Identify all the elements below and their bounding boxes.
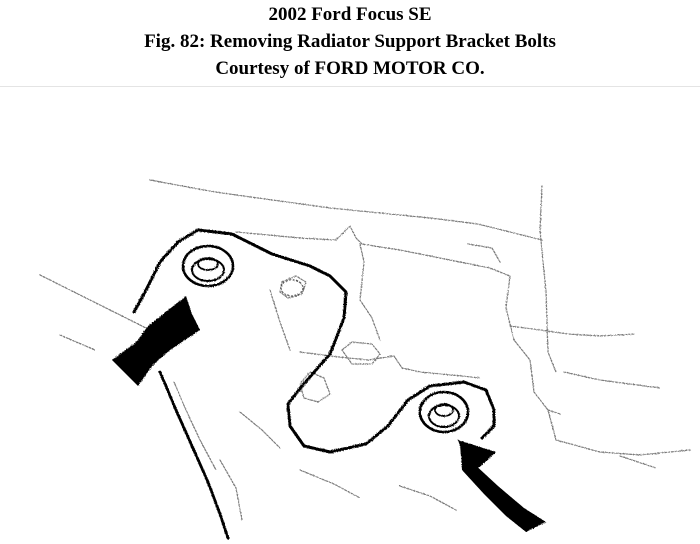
diagram-canvas <box>39 179 691 540</box>
header-divider <box>0 86 700 87</box>
figure-credit: Courtesy of FORD MOTOR CO. <box>215 58 485 79</box>
vehicle-title: 2002 Ford Focus SE <box>268 4 432 25</box>
lower-bolt-arrow <box>458 440 546 532</box>
upper-bracket-bolt <box>181 244 235 288</box>
radiator-support-bracket-outline <box>132 228 496 454</box>
bracket-leader-line <box>158 370 230 540</box>
background-structure-sketch <box>39 179 691 521</box>
page-header: 2002 Ford Focus SE Fig. 82: Removing Rad… <box>0 0 700 86</box>
radiator-bracket-diagram <box>0 87 700 544</box>
lower-bracket-bolt <box>418 390 470 434</box>
bracket-hole-detail <box>280 279 304 297</box>
upper-bolt-arrow <box>112 296 200 386</box>
figure-caption: Fig. 82: Removing Radiator Support Brack… <box>144 31 556 52</box>
